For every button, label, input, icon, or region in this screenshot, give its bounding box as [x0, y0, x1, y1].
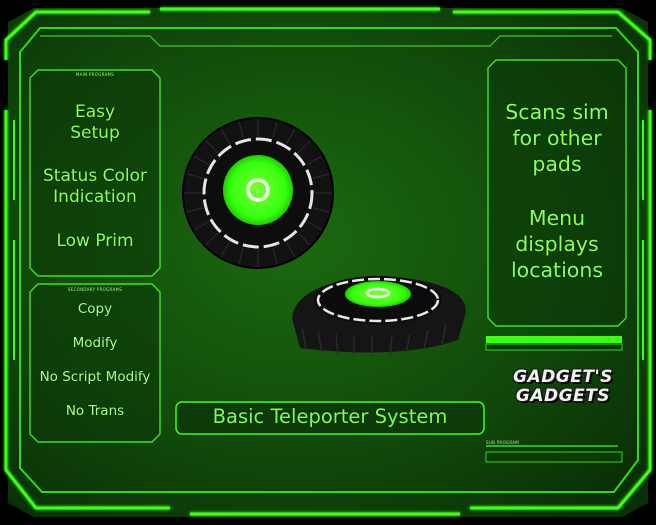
feature-easy: Easy: [74, 102, 116, 122]
feature-displays: displays: [515, 232, 599, 256]
feature-indication: Indication: [53, 187, 137, 207]
feature-status-color: Status Color: [43, 166, 147, 186]
feature-scans-sim: Scans sim: [505, 100, 609, 124]
teleporter-pad-side-view: [292, 276, 466, 357]
gadgets-logo: GADGET'S GADGETS: [496, 368, 630, 406]
feature-for-other: for other: [512, 126, 602, 150]
permission-modify: Modify: [72, 335, 118, 351]
permission-no-script-modify: No Script Modify: [39, 369, 151, 385]
product-title: Basic Teleporter System: [212, 405, 448, 428]
feature-menu: Menu: [528, 206, 586, 230]
logo-line-2: GADGETS: [515, 386, 611, 406]
permission-copy: Copy: [77, 301, 113, 317]
logo-line-1: GADGET'S: [513, 367, 613, 387]
teleporter-pad-top-view: [182, 117, 334, 269]
feature-setup: Setup: [70, 123, 120, 143]
sub-program-label: SUB PROGRAM: [486, 440, 520, 445]
permission-no-trans: No Trans: [65, 403, 125, 419]
feature-locations: locations: [510, 258, 604, 282]
feature-low-prim: Low Prim: [56, 231, 134, 251]
secondary-programs-label: SECONDARY PROGRAMS: [67, 287, 123, 292]
main-programs-label: MAIN PROGRAMS: [75, 72, 115, 77]
feature-pads: pads: [532, 152, 582, 176]
